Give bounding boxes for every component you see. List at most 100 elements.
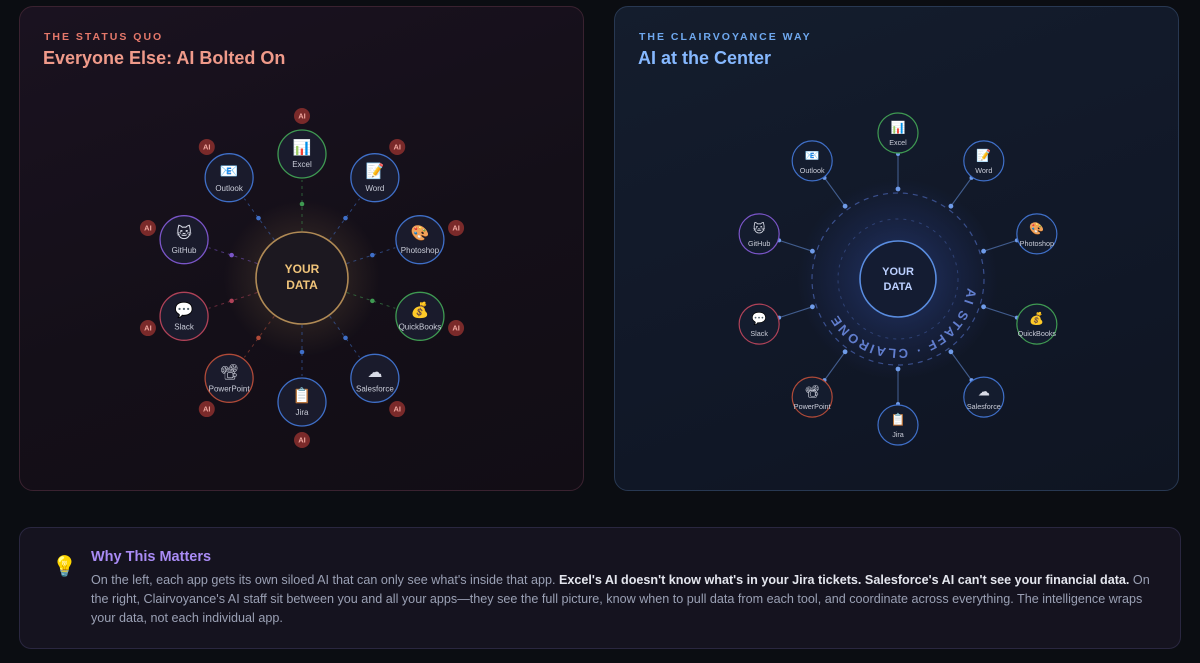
status-quo-panel: THE STATUS QUO Everyone Else: AI Bolted …	[19, 6, 584, 491]
why-text-intro: On the left, each app gets its own siloe…	[91, 573, 559, 587]
app-node-word	[963, 140, 1005, 182]
projector-icon: 📽	[220, 363, 239, 381]
connector-outlook	[243, 198, 275, 241]
ring-dot-quickbooks	[981, 304, 986, 310]
document-icon: 📝	[976, 148, 991, 162]
ai-badge-github	[139, 219, 156, 236]
connector-dot-github	[229, 252, 234, 258]
connector-powerpoint	[824, 351, 846, 381]
ai-staff-ring-outer	[811, 192, 985, 366]
connector-slack	[208, 292, 258, 309]
document-icon: 📝	[366, 162, 385, 180]
app-label-word: Word	[365, 184, 384, 193]
cat-icon: 🐱	[753, 221, 766, 235]
why-title: Why This Matters	[91, 549, 212, 565]
connector-outlook	[824, 177, 846, 207]
speech-bubble-icon: 💬	[175, 301, 194, 319]
ai-badge-salesforce	[389, 401, 406, 418]
palette-icon: 🎨	[411, 223, 430, 242]
app-node-powerpoint	[791, 376, 833, 418]
app-node-word	[350, 153, 400, 203]
why-body: On the left, each app gets its own siloe…	[91, 571, 1161, 628]
app-label-excel: Excel	[889, 138, 907, 147]
connector-photoshop	[346, 247, 396, 264]
status-quo-eyebrow: THE STATUS QUO	[44, 31, 164, 43]
clipboard-icon: 📋	[891, 413, 906, 427]
why-text-emphasis: Excel's AI doesn't know what's in your J…	[558, 573, 1130, 587]
ring-dot-excel	[895, 186, 901, 192]
ai-center-diagram: AI STAFF · CLAIRONE📊Excel📝Word🎨Photoshop…	[738, 112, 1058, 446]
connector-dot-slack	[229, 298, 234, 304]
ai-badge-word	[389, 138, 406, 155]
ring-dot-word	[948, 203, 954, 209]
connector-word	[950, 177, 972, 207]
connector-quickbooks	[346, 292, 396, 309]
app-label-word: Word	[975, 166, 992, 175]
app-label-jira: Jira	[892, 430, 904, 439]
ai-badge-outlook	[198, 138, 215, 155]
app-node-github	[738, 213, 780, 255]
ai-badge-label-jira: AI	[298, 435, 306, 444]
connector-dot-excel	[299, 201, 305, 207]
app-node-slack	[159, 291, 209, 341]
app-node-github	[159, 215, 209, 265]
app-label-quickbooks: QuickBooks	[1018, 329, 1057, 338]
ai-badge-label-word: AI	[393, 142, 401, 151]
connector-dot-salesforce	[343, 335, 348, 341]
connector-dot-quickbooks	[370, 298, 375, 304]
cloud-icon: ☁	[367, 363, 382, 381]
lightbulb-icon: 💡	[52, 554, 77, 578]
clipboard-icon: 📋	[293, 387, 312, 405]
app-label-slack: Slack	[174, 322, 195, 331]
speech-bubble-icon: 💬	[752, 312, 767, 326]
connector-github	[778, 239, 813, 252]
status-quo-title: Everyone Else: AI Bolted On	[43, 48, 286, 68]
ai-badge-label-quickbooks: AI	[452, 324, 460, 333]
cat-icon: 🐱	[176, 224, 192, 242]
ai-staff-ring-inner	[837, 218, 959, 340]
ring-dot-github	[810, 248, 815, 254]
app-node-salesforce	[350, 353, 400, 403]
ai-badge-label-github: AI	[144, 223, 152, 232]
app-label-salesforce: Salesforce	[967, 402, 1001, 411]
app-label-quickbooks: QuickBooks	[399, 322, 442, 331]
money-bag-icon: 💰	[1029, 312, 1044, 326]
ai-badge-label-powerpoint: AI	[203, 405, 211, 414]
ai-badge-label-slack: AI	[144, 324, 152, 333]
connector-dot-word	[343, 215, 348, 221]
your-data-core	[859, 240, 937, 318]
app-label-outlook: Outlook	[800, 166, 825, 175]
why-text-rest: On the right, Clairvoyance's AI staff si…	[91, 573, 1150, 625]
cloud-icon: ☁	[978, 385, 990, 399]
ring-dot-outlook	[842, 203, 848, 209]
clairvoyance-panel: THE CLAIRVOYANCE WAY AI at the Center AI…	[614, 6, 1179, 491]
app-label-jira: Jira	[296, 408, 309, 417]
app-node-powerpoint	[204, 353, 254, 403]
app-label-photoshop: Photoshop	[1020, 239, 1054, 248]
app-label-salesforce: Salesforce	[356, 384, 394, 393]
bar-chart-icon: 📊	[891, 121, 906, 135]
app-node-jira	[277, 377, 327, 427]
connector-slack	[778, 306, 813, 319]
app-node-excel	[277, 129, 327, 179]
app-node-salesforce	[963, 376, 1005, 418]
your-data-core	[255, 231, 349, 325]
connector-word	[329, 198, 361, 241]
core-label-line-1: YOUR	[882, 266, 914, 278]
connector-salesforce	[950, 351, 972, 381]
app-label-github: GitHub	[172, 246, 197, 255]
app-node-photoshop	[1016, 213, 1058, 255]
money-bag-icon: 💰	[411, 301, 430, 319]
app-node-outlook	[791, 140, 833, 182]
ai-badge-photoshop	[448, 219, 465, 236]
ring-dot-photoshop	[981, 248, 986, 254]
app-node-jira	[877, 404, 919, 446]
connector-dot-photoshop	[370, 252, 375, 258]
connector-photoshop	[983, 239, 1018, 252]
app-node-outlook	[204, 153, 254, 203]
bar-chart-icon: 📊	[293, 139, 312, 157]
connector-quickbooks	[983, 306, 1018, 319]
ai-badge-label-salesforce: AI	[393, 405, 401, 414]
connector-dot-powerpoint	[256, 335, 261, 341]
why-this-matters-callout: 💡 Why This Matters On the left, each app…	[19, 527, 1181, 649]
